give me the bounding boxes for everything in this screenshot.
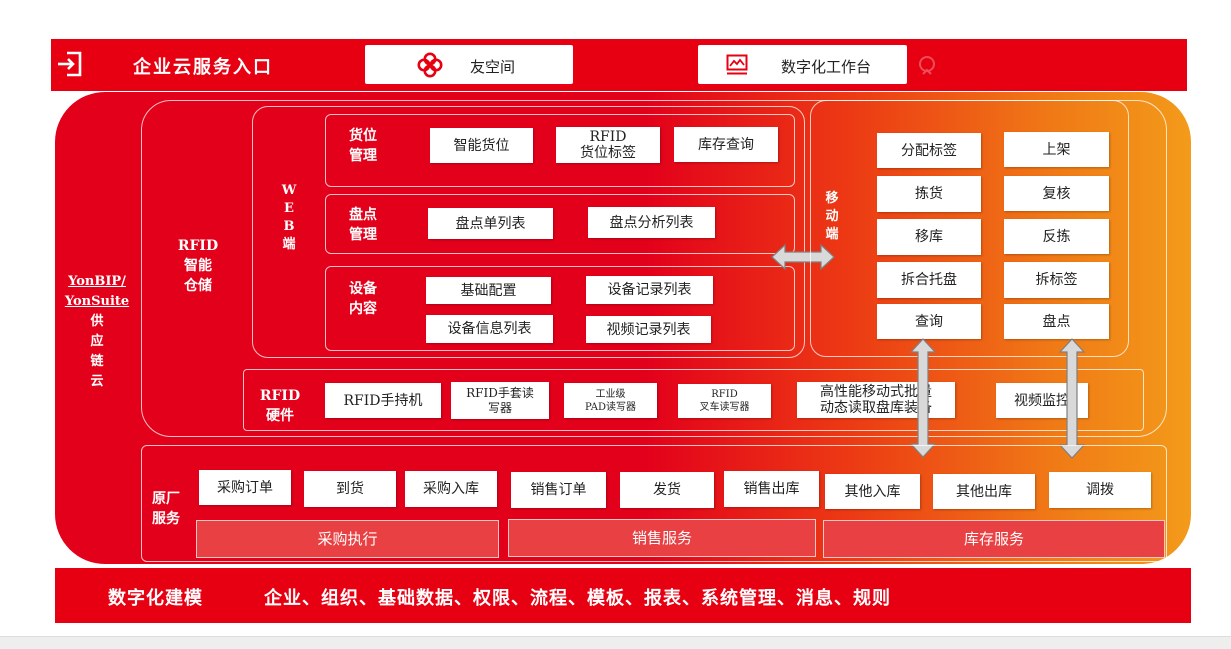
- page-title: 企业云服务入口: [133, 57, 273, 78]
- repick-box: 反拣: [1004, 219, 1109, 254]
- shelve-box: 上架: [1004, 132, 1109, 167]
- rfid-hardware-group: [243, 369, 1144, 431]
- sales-out-box: 销售出库: [724, 471, 819, 507]
- split-label-box: 拆标签: [1004, 262, 1109, 298]
- transfer-box: 调拨: [1049, 472, 1151, 508]
- web-frame: [252, 106, 805, 358]
- device-records-box: 设备记录列表: [586, 276, 713, 304]
- flower-logo-icon: [417, 52, 443, 78]
- workbench-button[interactable]: 数字化工作台: [698, 45, 907, 84]
- workbench-icon: [726, 54, 748, 75]
- count-analysis-box: 盘点分析列表: [588, 207, 715, 238]
- pick-box: 拣货: [877, 176, 981, 212]
- stock-query-box: 库存查询: [674, 127, 778, 162]
- device-info-box: 设备信息列表: [426, 315, 553, 343]
- location-mgmt-label: 货位 管理: [349, 128, 377, 164]
- purchase-in-box: 采购入库: [405, 471, 497, 507]
- purchase-execution-category: 采购执行: [196, 520, 499, 558]
- mobile-batch-reader-box: 高性能移动式批量 动态读取盘库装备: [797, 382, 955, 418]
- split-pallet-box: 拆合托盘: [877, 262, 981, 298]
- rfid-handheld-box: RFID手持机: [325, 383, 441, 418]
- mobile-frame: [810, 100, 1129, 357]
- digital-modeling-content: 企业、组织、基础数据、权限、流程、模板、报表、系统管理、消息、规则: [264, 588, 891, 609]
- smart-location-box: 智能货位: [430, 128, 533, 163]
- sales-service-category: 销售服务: [508, 519, 816, 557]
- workbench-label: 数字化工作台: [781, 58, 872, 76]
- forklift-reader-box: RFID 叉车读写器: [678, 384, 771, 418]
- arrival-box: 到货: [304, 471, 396, 507]
- inventory-mgmt-label: 盘点 管理: [349, 207, 377, 243]
- supply-chain-cloud-label: YonBIP/ YonSuite 供 应 链 云: [64, 274, 130, 389]
- watermark-icon: [919, 56, 935, 75]
- youkongjian-button[interactable]: 友空间: [365, 45, 573, 84]
- mobile-label: 移 动 端: [825, 191, 839, 242]
- count-list-box: 盘点单列表: [428, 208, 553, 239]
- count-vertical-double-arrow-icon: [1059, 338, 1085, 459]
- rfid-glove-reader-box: RFID手套读 写器: [451, 382, 549, 419]
- device-content-group: [325, 266, 795, 351]
- other-in-box: 其他入库: [825, 474, 920, 509]
- query-vertical-double-arrow-icon: [910, 338, 936, 458]
- ship-box: 发货: [620, 472, 714, 508]
- query-box: 查询: [877, 304, 981, 339]
- rfid-smart-storage-label: RFID 智能 仓储: [177, 238, 219, 294]
- rfid-hardware-label: RFID 硬件: [259, 388, 301, 424]
- inventory-mgmt-group: [325, 194, 795, 254]
- web-mobile-double-arrow-icon: [771, 243, 835, 271]
- assign-label-box: 分配标签: [877, 133, 981, 168]
- web-label: W E B 端: [281, 183, 297, 252]
- original-service-group: [141, 445, 1167, 562]
- sales-order-box: 销售订单: [511, 472, 606, 508]
- rfid-smart-storage-frame: [141, 100, 1167, 437]
- recheck-box: 复核: [1004, 176, 1109, 211]
- other-out-box: 其他出库: [933, 474, 1035, 509]
- youkongjian-label: 友空间: [470, 58, 516, 76]
- move-box: 移库: [877, 219, 981, 255]
- digital-modeling-bar: 数字化建模 企业、组织、基础数据、权限、流程、模板、报表、系统管理、消息、规则: [55, 568, 1191, 623]
- location-mgmt-group: [325, 114, 795, 187]
- window-bottom-strip: [0, 636, 1231, 649]
- inventory-service-category: 库存服务: [823, 520, 1165, 558]
- industrial-pad-reader-box: 工业级 PAD读写器: [564, 383, 657, 418]
- exit-icon[interactable]: [56, 49, 84, 79]
- purchase-order-box: 采购订单: [199, 470, 291, 505]
- cloud-service-entry-bar: 企业云服务入口: [51, 39, 1187, 91]
- basic-config-box: 基础配置: [426, 277, 551, 304]
- rfid-location-tag-box: RFID 货位标签: [556, 127, 660, 163]
- count-box: 盘点: [1004, 304, 1109, 339]
- digital-modeling-title: 数字化建模: [108, 588, 203, 609]
- video-records-box: 视频记录列表: [586, 316, 711, 343]
- device-content-label: 设备 内容: [349, 281, 377, 317]
- original-service-label: 原厂 服务: [152, 491, 180, 527]
